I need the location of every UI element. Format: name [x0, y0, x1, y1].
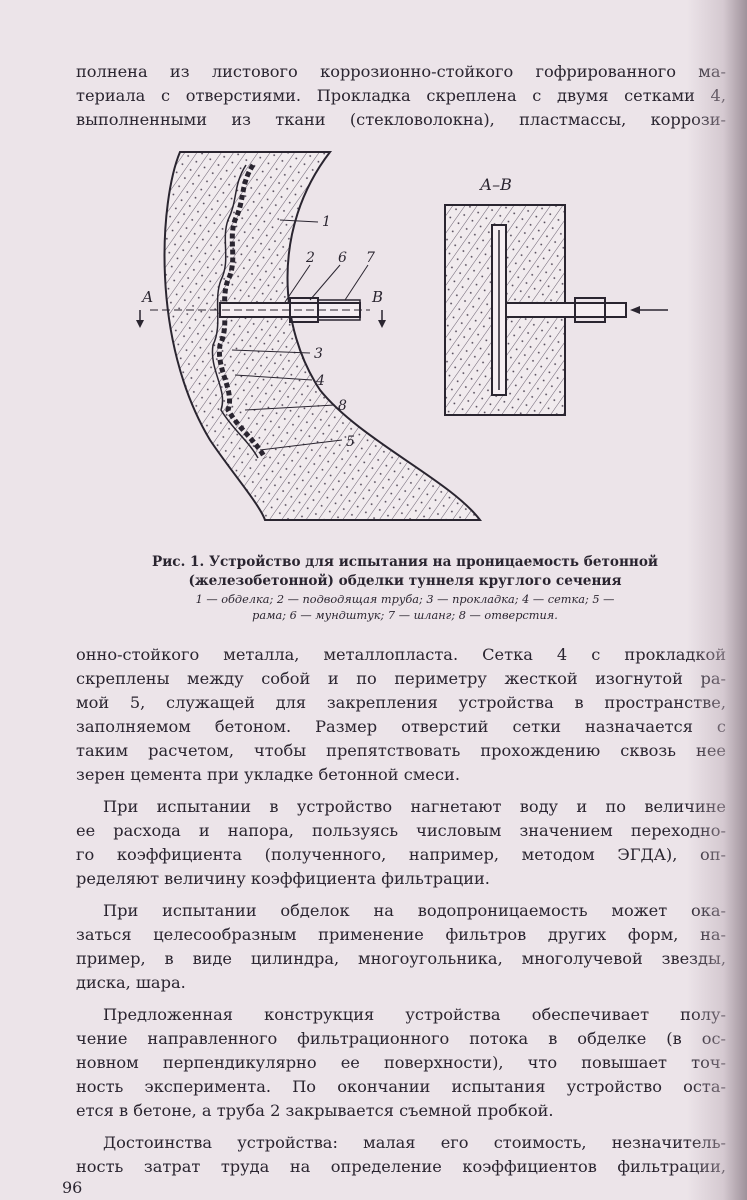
text-line: го коэффициента (полученного, например, …: [76, 845, 726, 864]
text-line: Предложенная конструкция устройства обес…: [103, 1005, 726, 1024]
legend-line: 1 — обделка; 2 — подводящая труба; 3 — п…: [195, 593, 615, 606]
figure-drawing: А В 1 2 6 7 3 4 8 5 А–В: [136, 151, 668, 521]
callout-5: 5: [346, 434, 355, 450]
callout-3: 3: [314, 346, 323, 362]
label-b: В: [371, 288, 383, 306]
text-line: выполненными из ткани (стекловолокна), п…: [76, 110, 726, 129]
text-line: При испытании обделок на водопроницаемос…: [103, 901, 726, 920]
text-line: диска, шара.: [76, 973, 186, 992]
section-label: А–В: [479, 175, 512, 194]
figure-legend: 1 — обделка; 2 — подводящая труба; 3 — п…: [140, 592, 670, 624]
text-line: онно-стойкого металла, металлопласта. Се…: [76, 645, 726, 664]
text-line: скреплены между собой и по периметру жес…: [76, 669, 726, 688]
text-line: зерен цемента при укладке бетонной смеси…: [76, 765, 460, 784]
text-line: таким расчетом, чтобы препятствовать про…: [76, 741, 726, 760]
caption-line: Рис. 1. Устройство для испытания на прон…: [151, 554, 659, 570]
legend-line: рама; 6 — мундштук; 7 — шланг; 8 — отвер…: [252, 609, 558, 622]
lining-section: [163, 151, 483, 521]
callout-1: 1: [322, 214, 331, 230]
text-line: новном перпендикулярно ее поверхности), …: [76, 1053, 726, 1072]
caption-line: (железобетонной) обделки туннеля круглог…: [188, 573, 622, 589]
callout-2: 2: [305, 250, 315, 266]
callout-6: 6: [338, 250, 347, 266]
text-line: ется в бетоне, а труба 2 закрывается съе…: [76, 1101, 554, 1120]
text-line: чение направленного фильтрационного пото…: [76, 1029, 726, 1048]
callout-7: 7: [366, 250, 375, 266]
text-line: ность эксперимента. По окончании испытан…: [76, 1077, 726, 1096]
page-number: 96: [62, 1178, 83, 1197]
callout-8: 8: [338, 398, 347, 414]
section-pipe: [505, 302, 627, 318]
text-line: При испытании в устройство нагнетают вод…: [103, 797, 726, 816]
text-line: мой 5, служащей для закрепления устройст…: [76, 693, 726, 712]
callout-4: 4: [315, 373, 325, 389]
text-line: териала с отверстиями. Прокладка скрепле…: [76, 86, 726, 105]
text-line: полнена из листового коррозионно-стойког…: [76, 62, 726, 81]
text-line: Достоинства устройства: малая его стоимо…: [103, 1133, 726, 1152]
text-line: заполняемом бетоном. Размер отверстий се…: [76, 717, 726, 736]
figure-tunnel-device: А В 1 2 6 7 3 4 8 5 А–В: [120, 140, 680, 540]
figure-caption: Рис. 1. Устройство для испытания на прон…: [140, 553, 670, 591]
mesh-line: [211, 164, 259, 459]
label-a: А: [141, 288, 153, 306]
text-line: ность затрат труда на определение коэффи…: [76, 1157, 726, 1176]
flow-arrow: [630, 306, 640, 314]
text-line: ределяют величину коэффициента фильтраци…: [76, 869, 490, 888]
text-line: пример, в виде цилиндра, многоугольника,…: [76, 949, 726, 968]
text-line: заться целесообразным применение фильтро…: [76, 925, 726, 944]
text-line: ее расхода и напора, пользуясь числовым …: [76, 821, 726, 840]
